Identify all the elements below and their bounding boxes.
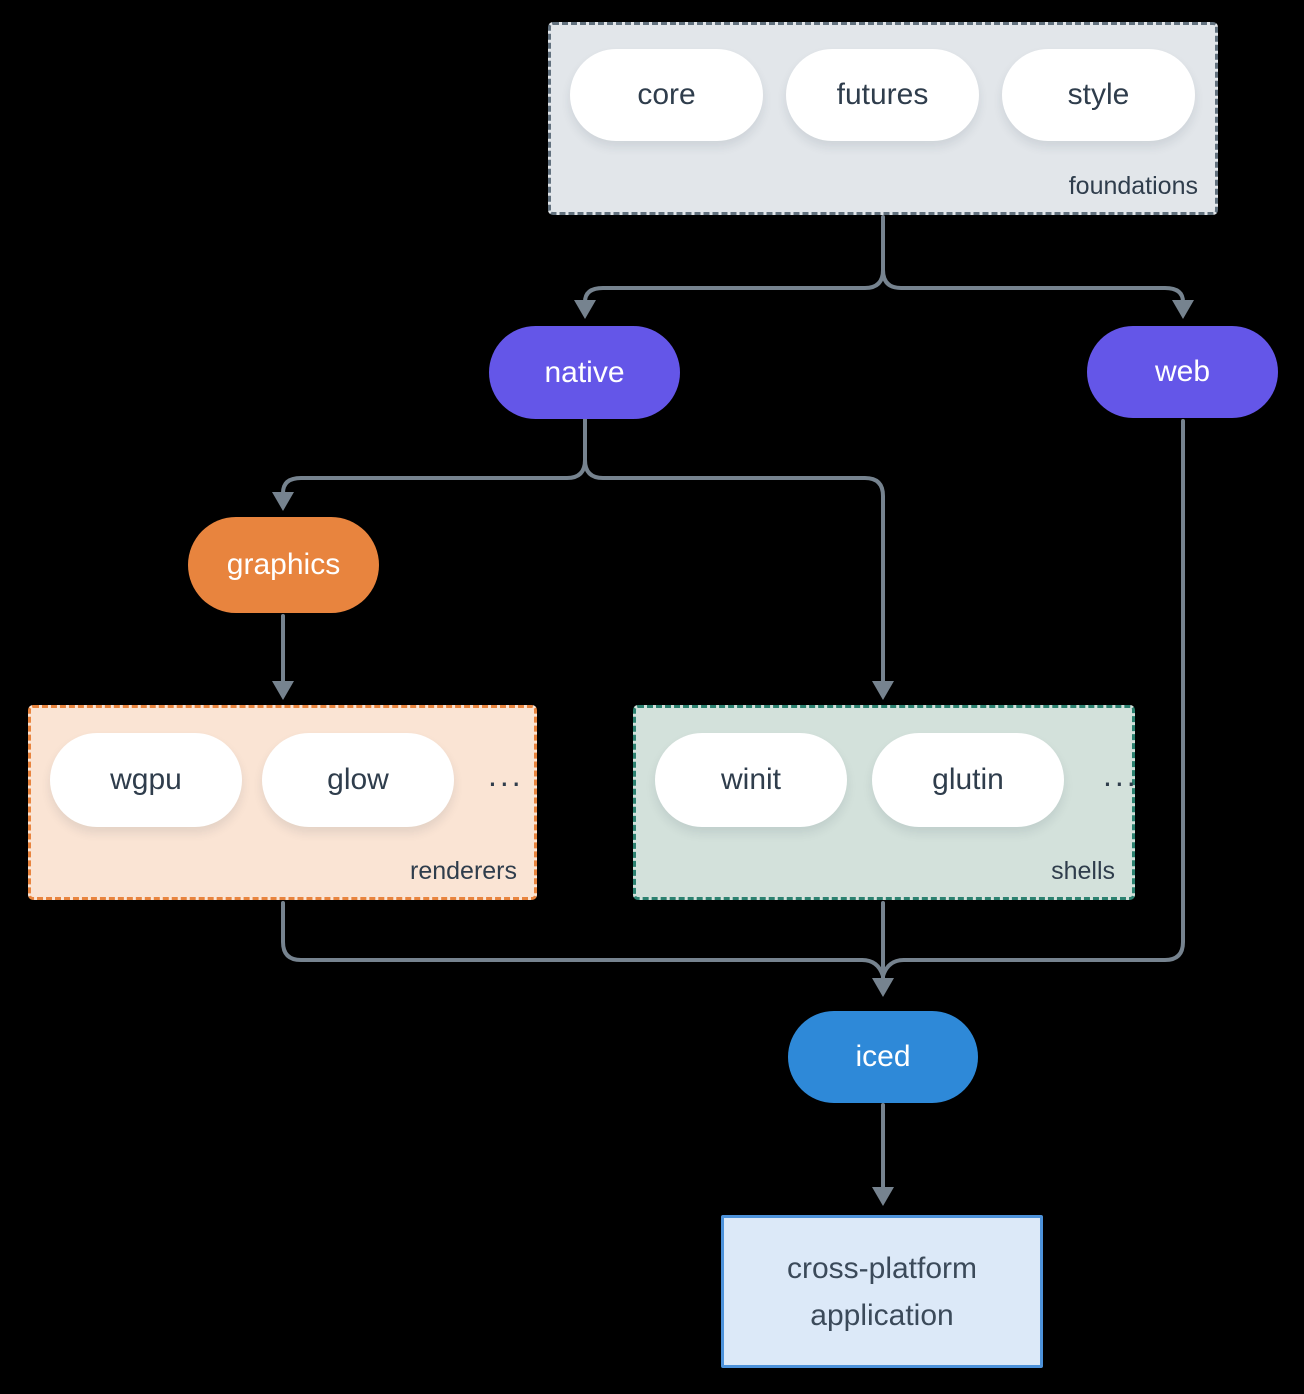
renderers-label: renderers (410, 857, 517, 885)
shells-ellipsis: ... (1103, 756, 1139, 793)
arrowhead-native (574, 300, 596, 319)
futures-pill: futures (786, 49, 979, 141)
core-pill: core (570, 49, 763, 141)
arrowhead-application (872, 1187, 894, 1206)
connector-foundations-web (881, 268, 1185, 304)
winit-pill: winit (655, 733, 847, 827)
foundations-pill-row: core futures style (570, 49, 1195, 141)
shells-label: shells (1051, 857, 1115, 885)
native-node: native (489, 326, 680, 419)
shells-pill-row: winit glutin ... (655, 733, 1139, 827)
renderers-group: wgpu glow ... renderers (28, 705, 537, 900)
connector-web-merge (902, 419, 1185, 962)
arrowhead-shells (872, 681, 894, 700)
foundations-group: core futures style foundations (548, 22, 1218, 215)
connector-merge-fillet-left (860, 958, 885, 978)
connector-renderers-merge (281, 901, 864, 962)
iced-node: iced (788, 1011, 978, 1103)
web-node: web (1087, 326, 1278, 418)
glutin-pill: glutin (872, 733, 1064, 827)
arrowhead-web (1172, 300, 1194, 319)
application-node: cross-platform application (721, 1215, 1043, 1368)
style-pill: style (1002, 49, 1195, 141)
renderers-ellipsis: ... (488, 756, 524, 793)
connector-merge-fillet-right (881, 958, 906, 978)
arrowhead-iced (872, 978, 894, 997)
foundations-label: foundations (1068, 172, 1198, 200)
renderers-pill-row: wgpu glow ... (50, 733, 524, 827)
glow-pill: glow (262, 733, 454, 827)
arrowhead-renderers (272, 681, 294, 700)
wgpu-pill: wgpu (50, 733, 242, 827)
graphics-node: graphics (188, 517, 379, 613)
connector-native-shells (583, 458, 885, 684)
shells-group: winit glutin ... shells (633, 705, 1136, 900)
arrowhead-graphics (272, 492, 294, 511)
connector-native-graphics (281, 417, 587, 495)
connector-foundations-native (583, 215, 885, 304)
